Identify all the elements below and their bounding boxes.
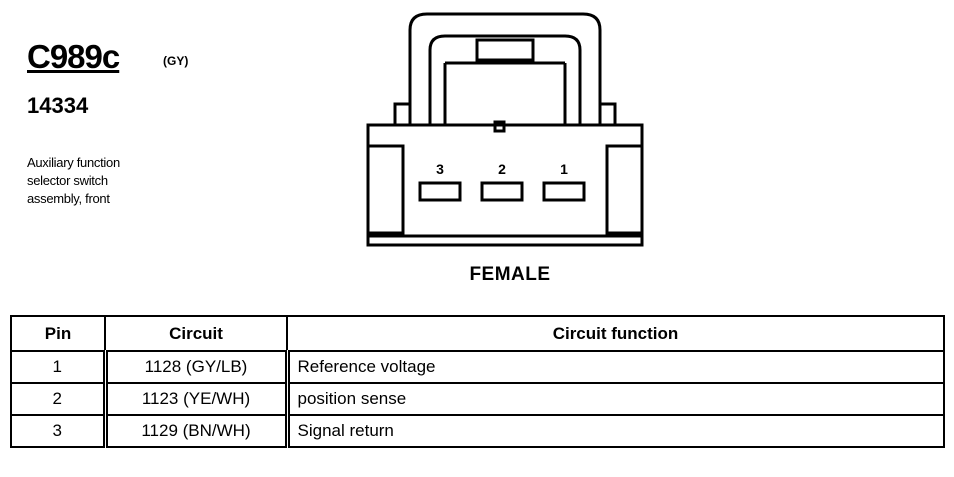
latch-tab <box>475 38 535 62</box>
cell-pin: 3 <box>10 414 106 448</box>
table-row: 3 1129 (BN/WH) Signal return <box>10 414 945 448</box>
table-header-row: Pin Circuit Circuit function <box>10 315 945 352</box>
connector-body <box>366 123 644 247</box>
header-circuit: Circuit <box>104 315 288 352</box>
pin-cavity-1 <box>542 181 586 202</box>
connector-latch-inner <box>428 34 582 125</box>
header-function: Circuit function <box>286 315 945 352</box>
connector-face-diagram: 3 2 1 <box>366 12 644 247</box>
cell-circuit: 1128 (GY/LB) <box>102 350 288 384</box>
description-line: assembly, front <box>27 191 110 206</box>
cavity-label: 3 <box>436 161 444 177</box>
pinout-table: Pin Circuit Circuit function 1 1128 (GY/… <box>10 315 945 448</box>
header-pin: Pin <box>10 315 106 352</box>
side-notch-right <box>605 144 644 235</box>
description-line: selector switch <box>27 173 108 188</box>
table-row: 1 1128 (GY/LB) Reference voltage <box>10 350 945 384</box>
connector-id: C989c <box>27 38 120 75</box>
cell-pin: 2 <box>10 382 106 416</box>
cell-function: Signal return <box>284 414 945 448</box>
cell-circuit: 1123 (YE/WH) <box>102 382 288 416</box>
part-number: 14334 <box>27 93 89 118</box>
latch-rail <box>443 61 567 125</box>
description-line: Auxiliary function <box>27 155 120 170</box>
connector-latch <box>408 12 602 125</box>
cell-function: Reference voltage <box>284 350 945 384</box>
cell-function: position sense <box>284 382 945 416</box>
pin-cavity-2 <box>480 181 524 202</box>
cavity-label: 2 <box>498 161 506 177</box>
pin-cavity-3 <box>418 181 462 202</box>
description: Auxiliary function selector switch assem… <box>27 154 187 208</box>
connector-gender-label: FEMALE <box>469 264 551 285</box>
cell-pin: 1 <box>10 350 106 384</box>
color-code: (GY) <box>163 54 189 68</box>
side-notch-left <box>366 144 405 235</box>
cell-circuit: 1129 (BN/WH) <box>102 414 288 448</box>
table-row: 2 1123 (YE/WH) position sense <box>10 382 945 416</box>
polarization-key <box>493 120 506 133</box>
cavity-label: 1 <box>560 161 568 177</box>
latch-step <box>393 102 617 125</box>
